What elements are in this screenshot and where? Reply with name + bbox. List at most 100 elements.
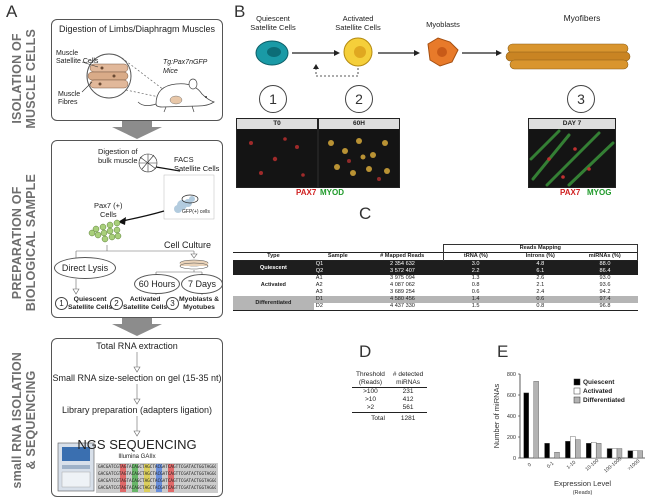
panel-label-a: A bbox=[6, 2, 18, 21]
legend-label-quiescent: Quiescent bbox=[583, 379, 615, 386]
panel-label-b: B bbox=[234, 2, 246, 21]
sequencing-arrows bbox=[57, 352, 218, 493]
step-number-3: 3 bbox=[166, 297, 179, 310]
facs-label: FACS Satellite Cells bbox=[174, 155, 220, 173]
table-row: D2 4 437 330 1.5 0.8 96.8 bbox=[233, 303, 638, 311]
preparation-illustration bbox=[72, 153, 215, 295]
bar-quiescent-5 bbox=[627, 450, 634, 459]
legend-swatch-activated bbox=[573, 387, 581, 395]
quiescent-label: Quiescent Satellite Cells bbox=[68, 296, 113, 311]
x-tick-label: >1000 bbox=[627, 458, 642, 472]
x-axis-label: Expression Level bbox=[554, 479, 611, 488]
label-pax7-day7: PAX7 bbox=[560, 188, 581, 197]
table-row: Differentiated D1 4 580 456 1.4 0.6 97.4 bbox=[233, 296, 638, 306]
micrograph-day7: DAY 7 bbox=[528, 118, 616, 188]
reads-mapping-header: Reads Mapping bbox=[442, 244, 639, 253]
bar-quiescent-2 bbox=[565, 440, 571, 459]
threshold-table: Threshold (Reads) # detected miRNAs >100… bbox=[352, 371, 428, 423]
t0-cells bbox=[249, 137, 305, 177]
step-number-1: 1 bbox=[55, 297, 68, 310]
table-row: A2 4 087 062 0.8 2.1 93.6 bbox=[233, 282, 638, 289]
y-tick-label: 200 bbox=[507, 435, 516, 441]
x-tick-label: 100-1000 bbox=[603, 456, 623, 474]
y-tick-label: 400 bbox=[507, 414, 516, 420]
preparation-box: Digestion of bulk muscle FACS Satellite … bbox=[51, 140, 223, 318]
sidebar-isolation: ISOLATION OF MUSCLE CELLS bbox=[10, 29, 38, 129]
table-row: A3 3 689 254 0.6 2.4 94.2 bbox=[233, 289, 638, 296]
bar-quiescent-0 bbox=[523, 392, 529, 459]
seq-line-3: GACGATCGTAGTACAGCTAGCTACGATCAGTTCGATACTG… bbox=[98, 479, 216, 484]
step-size-selection: Small RNA size-selection on gel (15-35 n… bbox=[52, 373, 222, 383]
bar-activated-2 bbox=[570, 436, 576, 459]
micrograph-60h: 60H bbox=[318, 118, 400, 188]
activated-label: Activated Satellite Cells bbox=[123, 296, 168, 311]
step-library-prep: Library preparation (adapters ligation) bbox=[61, 405, 213, 415]
y-tick-label: 0 bbox=[513, 456, 516, 462]
label-myog: MYOG bbox=[587, 188, 612, 197]
y-tick-label: 600 bbox=[507, 393, 516, 399]
bar-differentiated-1 bbox=[554, 452, 560, 459]
label-pax7-t0: PAX7 bbox=[296, 188, 317, 197]
pax7-label: Pax7 (+) Cells bbox=[94, 201, 123, 219]
satellite-cells-label: Muscle Satellite Cells bbox=[56, 50, 99, 65]
threshold-header-row: Threshold (Reads) # detected miRNAs bbox=[352, 371, 428, 388]
y-axis-label: Number of miRNAs bbox=[492, 383, 501, 448]
b-step-1: 1 bbox=[259, 85, 287, 113]
step-total-rna: Total RNA extraction bbox=[96, 341, 178, 351]
bar-differentiated-3 bbox=[595, 443, 602, 459]
flow-arrow-2 bbox=[112, 318, 162, 336]
digestion-title: Digestion of Limbs/Diaphragm Muscles bbox=[58, 24, 216, 34]
ngs-sequencing-label: NGS SEQUENCING bbox=[77, 437, 197, 452]
h60-cells bbox=[328, 138, 390, 181]
panel-label-e: E bbox=[497, 342, 509, 361]
muscle-fibres-label: Muscle Fibres bbox=[58, 91, 81, 106]
direct-lysis-ellipse: Direct Lysis bbox=[54, 257, 116, 279]
table-row: Quiescent Q1 2 354 632 3.0 4.8 88.0 bbox=[233, 260, 638, 271]
b-step-2: 2 bbox=[345, 85, 373, 113]
step-number-2: 2 bbox=[110, 297, 123, 310]
x-axis-sublabel: (Reads) bbox=[573, 490, 593, 496]
x-tick-label: 10-100 bbox=[584, 458, 600, 473]
bar-differentiated-2 bbox=[575, 439, 581, 459]
legend-swatch-differentiated bbox=[573, 396, 581, 404]
table-header-row: Type Sample # Mapped Reads tRNA (%) Intr… bbox=[233, 252, 638, 261]
x-tick-label: 0 bbox=[527, 462, 533, 469]
gfp-label: GFP(+) cells bbox=[182, 209, 210, 215]
table-row: Q2 3 572 407 2.2 6.1 86.4 bbox=[233, 268, 638, 275]
myoblasts-label: Myoblasts & Myotubes bbox=[179, 296, 220, 311]
x-tick-label: 1-10 bbox=[566, 460, 578, 471]
sidebar-sequencing: small RNA ISOLATION & SEQUENCING bbox=[10, 351, 38, 489]
bar-activated-4 bbox=[611, 448, 618, 459]
micrograph-t0: T0 bbox=[236, 118, 318, 188]
legend-swatch-quiescent bbox=[573, 378, 581, 386]
reads-mapping-table: Reads Mapping Type Sample # Mapped Reads… bbox=[233, 244, 639, 311]
bar-quiescent-3 bbox=[586, 443, 592, 459]
sidebar-preparation: PREPARATION OF BIOLOGICAL SAMPLE bbox=[10, 173, 38, 312]
b-quiescent-label: Quiescent Satellite Cells bbox=[250, 14, 296, 32]
days7-ellipse: 7 Days bbox=[181, 274, 223, 294]
isolation-box: Digestion of Limbs/Diaphragm Muscles Mus… bbox=[51, 19, 223, 121]
seq-line-4: GACGATCGTAGTACAGCTAGCTACGATCAGTTCGATACTG… bbox=[98, 486, 216, 491]
day7-fibers bbox=[529, 129, 615, 187]
b-step-3: 3 bbox=[567, 85, 595, 113]
b-myoblasts-label: Myoblasts bbox=[426, 20, 460, 29]
hours60-ellipse: 60 Hours bbox=[134, 274, 180, 294]
label-myod: MYOD bbox=[320, 188, 344, 197]
bar-quiescent-1 bbox=[544, 443, 550, 459]
x-tick-label: 0-1 bbox=[546, 460, 556, 469]
bar-quiescent-4 bbox=[606, 448, 613, 459]
mouse-label: Tg:Pax7nGFP Mice bbox=[163, 59, 208, 75]
table-row: Activated A1 3 975 094 1.3 2.6 93.0 bbox=[233, 275, 638, 288]
panel-label-c: C bbox=[359, 204, 372, 223]
flow-arrow-1 bbox=[112, 121, 162, 139]
differentiation-diagram bbox=[255, 37, 631, 77]
legend-label-activated: Activated bbox=[583, 388, 612, 395]
bar-differentiated-5 bbox=[637, 450, 643, 459]
bar-differentiated-0 bbox=[533, 381, 539, 459]
bar-differentiated-4 bbox=[616, 448, 623, 459]
